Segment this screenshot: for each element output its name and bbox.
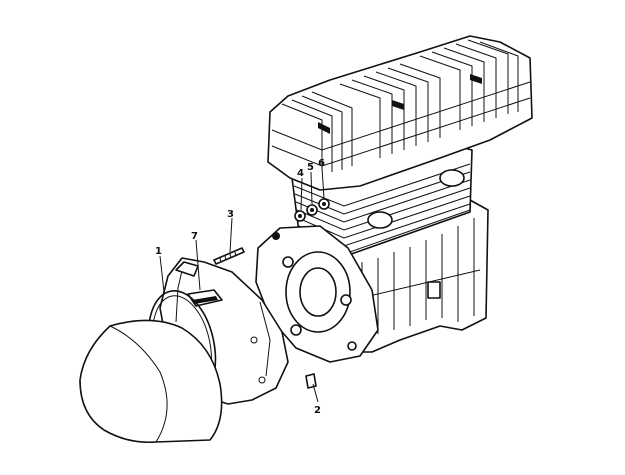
callout-1: 1 <box>155 246 162 257</box>
mount-boss-4 <box>347 341 357 351</box>
callout-6: 6 <box>318 158 325 169</box>
head-recess-2 <box>392 100 404 110</box>
callout-3: 3 <box>227 209 234 220</box>
housing-bolt-1 <box>250 336 258 344</box>
spark-plug-boss-left <box>367 211 393 229</box>
mount-boss-2 <box>340 294 352 306</box>
recoil-cover <box>79 319 223 444</box>
callout-leaders <box>159 167 325 403</box>
lock-washer-hole <box>310 208 314 212</box>
head-recess-3 <box>470 74 482 84</box>
mount-hole-top <box>272 232 280 240</box>
magneto-housing <box>255 225 379 363</box>
cylinder-head <box>267 35 533 191</box>
crank-bore <box>299 267 337 317</box>
spark-plug-boss-right <box>439 169 465 187</box>
head-recess-1 <box>318 122 330 134</box>
nut-hole <box>322 202 326 206</box>
callout-2: 2 <box>314 405 321 416</box>
block-boss <box>427 281 441 299</box>
head-fasteners <box>294 198 330 222</box>
stud <box>213 247 245 265</box>
callout-4: 4 <box>297 168 304 179</box>
washer-hole <box>298 214 302 218</box>
mount-boss-3 <box>290 324 302 336</box>
recoil-cover-rim <box>109 325 168 443</box>
callout-5: 5 <box>307 162 314 173</box>
dowel-pin <box>305 373 317 389</box>
rope-guide-slot <box>192 296 218 304</box>
head-fins <box>271 39 531 172</box>
callout-labels: 1 2 3 4 5 6 7 <box>155 158 325 416</box>
housing-bolt-2 <box>258 376 266 384</box>
housing-edge <box>259 301 271 377</box>
mount-boss-1 <box>282 256 294 268</box>
callout-7: 7 <box>191 231 198 242</box>
